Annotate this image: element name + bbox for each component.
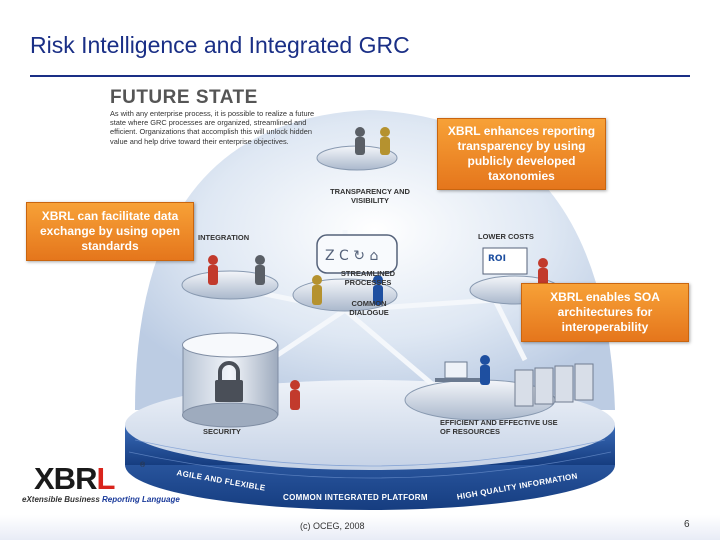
label-security: SECURITY <box>203 428 263 437</box>
future-state-heading: FUTURE STATE <box>110 87 258 109</box>
label-common-dialogue: COMMON DIALOGUE <box>335 300 403 317</box>
callout-transparency-text: XBRL enhances reporting transparency by … <box>438 124 605 184</box>
xbrl-logo-tagline: eXtensible Business Reporting Language <box>22 495 180 504</box>
callout-data-exchange-text: XBRL can facilitate data exchange by usi… <box>27 209 193 254</box>
label-lower-costs: LOWER COSTS <box>478 233 553 242</box>
callout-data-exchange: XBRL can facilitate data exchange by usi… <box>26 202 194 261</box>
platform-label-common: COMMON INTEGRATED PLATFORM <box>283 493 428 502</box>
title-divider <box>30 75 690 77</box>
label-efficient: EFFICIENT AND EFFECTIVE USE OF RESOURCES <box>440 419 560 436</box>
callout-transparency: XBRL enhances reporting transparency by … <box>437 118 606 190</box>
copyright-text: (c) OCEG, 2008 <box>300 521 365 531</box>
slide-title: Risk Intelligence and Integrated GRC <box>30 32 410 59</box>
xbrl-logo: XBRL ® eXtensible Business Reporting Lan… <box>22 458 182 518</box>
future-state-body: As with any enterprise process, it is po… <box>110 109 315 146</box>
page-number: 6 <box>684 519 690 530</box>
callout-soa: XBRL enables SOA architectures for inter… <box>521 283 689 342</box>
label-integration: INTEGRATION <box>198 234 268 243</box>
label-transparency: TRANSPARENCY AND VISIBILITY <box>330 188 410 205</box>
roi-label: ROI <box>488 254 506 264</box>
registered-mark: ® <box>140 462 145 469</box>
svg-text:Z C ↻ ⌂: Z C ↻ ⌂ <box>325 248 378 264</box>
callout-soa-text: XBRL enables SOA architectures for inter… <box>522 290 688 335</box>
xbrl-logo-word: XBRL <box>34 461 114 497</box>
label-streamlined: STREAMLINED PROCESSES <box>332 270 404 287</box>
